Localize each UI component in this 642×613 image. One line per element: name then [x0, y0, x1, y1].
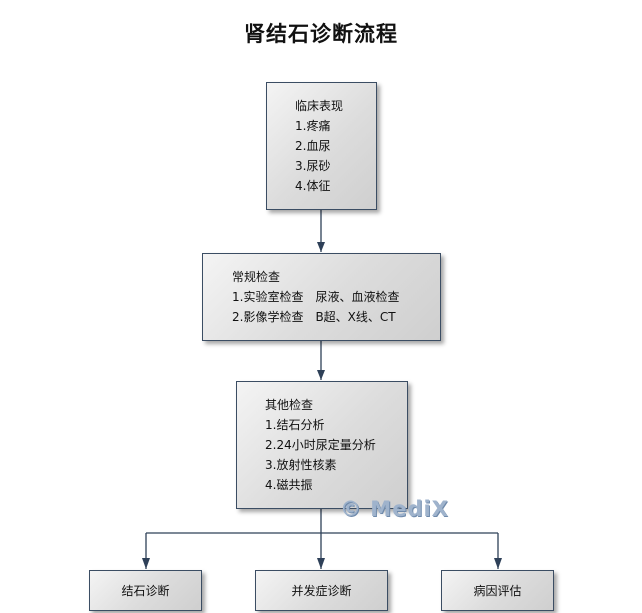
other-box: 其他检查 1.结石分析 2.24小时尿定量分析 3.放射性核素 4.磁共振 [236, 381, 408, 509]
arrowhead [317, 370, 325, 380]
arrowhead [494, 558, 502, 569]
arrowhead [317, 242, 325, 252]
list-item: 4.磁共振 [265, 478, 313, 492]
list-item: 3.放射性核素 [265, 458, 337, 472]
arrowhead [142, 558, 150, 569]
arrowhead [317, 558, 325, 569]
outcome-label: 病因评估 [473, 583, 522, 598]
box-heading: 其他检查 [265, 398, 314, 412]
list-item: 3.尿砂 [295, 159, 331, 173]
outcome-box-stone-diagnosis: 结石诊断 [89, 570, 202, 611]
list-item: 1.结石分析 [265, 418, 325, 432]
list-item: 2.血尿 [295, 139, 331, 153]
list-item: 1.疼痛 [295, 119, 331, 133]
box-heading: 常规检查 [232, 270, 281, 284]
watermark-logo: © MediX [340, 497, 449, 521]
outcome-label: 结石诊断 [121, 583, 170, 598]
routine-box: 常规检查 1.实验室检查 尿液、血液检查 2.影像学检查 B超、X线、CT [202, 253, 441, 341]
outcome-box-etiology: 病因评估 [441, 570, 554, 611]
list-item: 2.24小时尿定量分析 [265, 438, 376, 452]
page-title: 肾结石诊断流程 [244, 22, 398, 46]
outcome-label: 并发症诊断 [291, 583, 352, 598]
list-item: 2.影像学检查 B超、X线、CT [232, 310, 396, 324]
list-item: 4.体征 [295, 179, 331, 193]
list-item: 1.实验室检查 尿液、血液检查 [232, 290, 400, 304]
box-heading: 临床表现 [295, 99, 344, 113]
clinical-box: 临床表现 1.疼痛 2.血尿 3.尿砂 4.体征 [266, 82, 377, 210]
outcome-box-complication-diagnosis: 并发症诊断 [255, 570, 388, 611]
